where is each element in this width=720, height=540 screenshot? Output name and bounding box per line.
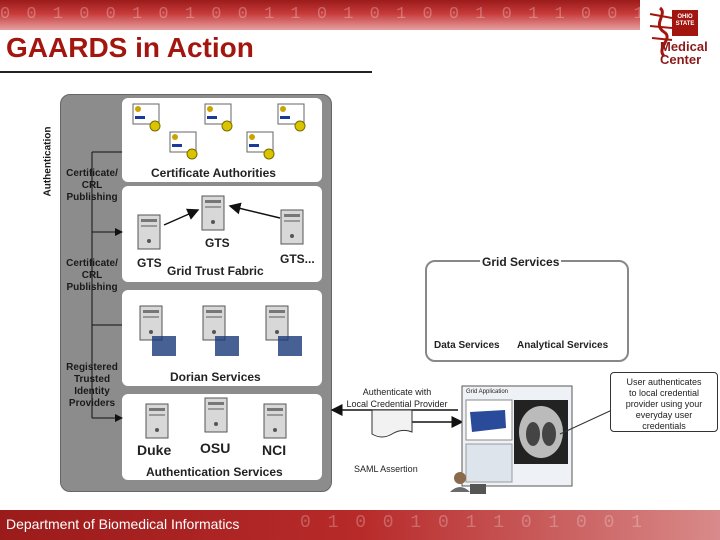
- cert-icons: [132, 103, 306, 160]
- saml-document-icon: [371, 409, 413, 438]
- cert-authorities-label: Certificate Authorities: [151, 166, 276, 180]
- callout-line2: to local credential: [628, 388, 700, 398]
- saml-assertion-label: SAML Assertion: [354, 464, 418, 474]
- slide-title: GAARDS in Action: [6, 32, 254, 63]
- dorian-label: Dorian Services: [170, 370, 261, 384]
- callout-line5: credentials: [642, 421, 686, 431]
- footer-digits: 0 1 0 0 1 0 1 1 0 1 0 0 1: [300, 513, 646, 533]
- footer-text: Department of Biomedical Informatics: [6, 516, 240, 532]
- dorian-server-icon: [139, 305, 163, 341]
- gts-label-3: GTS...: [280, 252, 315, 266]
- idp-server-icon: [145, 403, 169, 439]
- logo-line1: Medical: [660, 39, 708, 54]
- logo-text: Medical Center: [660, 40, 708, 66]
- dorian-server-icon: [265, 305, 289, 341]
- osu-logo-icon: [649, 6, 698, 58]
- gts-label-2: GTS: [205, 236, 230, 250]
- user-callout: User authenticates to local credential p…: [610, 372, 718, 432]
- grid-app-title: Grid Application: [466, 389, 509, 395]
- header-banner: 0 0 1 0 0 1 0 1 0 0 1 1 0 1 0 1 0 0 1 0 …: [0, 0, 640, 30]
- idp-duke-label: Duke: [137, 442, 172, 458]
- authenticate-line1: Authenticate with: [362, 387, 432, 397]
- gts-label-1: GTS: [137, 256, 162, 270]
- banner-digits: 0 0 1 0 0 1 0 1 0 0 1 1 0 1 0 1 0 0 1 0 …: [0, 5, 640, 24]
- auth-services-label: Authentication Services: [146, 465, 283, 479]
- title-divider: [0, 71, 372, 73]
- callout-line1: User authenticates: [626, 377, 702, 387]
- idp-nci-label: NCI: [262, 442, 287, 458]
- grid-services-title: Grid Services: [480, 255, 562, 269]
- callout-line3: provider using your: [625, 399, 703, 409]
- footer-banner: Department of Biomedical Informatics 0 1…: [0, 510, 720, 540]
- logo-seal-text: OHIO STATE: [675, 14, 695, 27]
- gts-server-icon: [280, 209, 304, 245]
- authenticate-message: Authenticate with Local Credential Provi…: [336, 386, 458, 410]
- dorian-server-icon: [202, 305, 226, 341]
- logo-line2: Center: [660, 52, 702, 67]
- callout-line4: everyday user: [635, 410, 693, 420]
- analytical-services-label: Analytical Services: [517, 340, 609, 351]
- data-services-label: Data Services: [434, 340, 500, 351]
- idp-server-icon: [204, 397, 228, 433]
- grid-trust-fabric-label: Grid Trust Fabric: [167, 264, 264, 278]
- user-icon: [454, 472, 466, 484]
- authenticate-line2: Local Credential Provider: [346, 399, 448, 409]
- gts-server-icon: [137, 214, 161, 250]
- gts-server-icon: [201, 195, 225, 231]
- idp-server-icon: [263, 403, 287, 439]
- idp-osu-label: OSU: [200, 440, 231, 456]
